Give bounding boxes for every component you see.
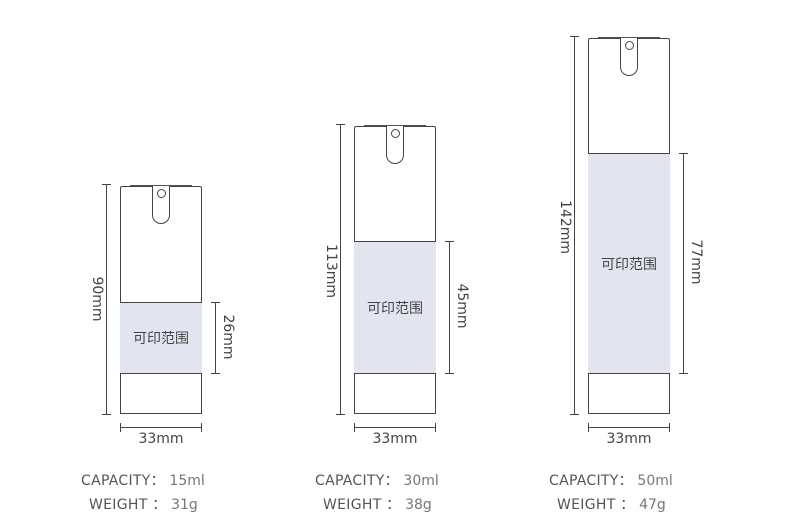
weight-value: 38g: [405, 497, 432, 513]
height-dimension-line: [574, 36, 575, 414]
width-label: 33mm: [606, 431, 652, 447]
dimension-tick: [211, 302, 220, 304]
dimension-tick: [570, 414, 579, 416]
dimension-tick: [102, 414, 111, 416]
capacity-key: CAPACITY：: [549, 473, 633, 489]
print-height-label: 77mm: [688, 239, 704, 285]
width-dimension-line: [120, 427, 202, 428]
print-height-dimension-line: [449, 241, 450, 373]
dimension-tick: [354, 423, 356, 432]
pump-cap: [598, 37, 660, 38]
weight-key: WEIGHT ：: [323, 497, 401, 513]
capacity-key: CAPACITY：: [315, 473, 399, 489]
capacity-key: CAPACITY：: [81, 473, 165, 489]
weight-spec: WEIGHT ： 31g: [89, 494, 198, 514]
print-height-dimension-line: [683, 153, 684, 373]
print-area: 可印范围: [354, 241, 436, 374]
capacity-value: 15ml: [169, 473, 205, 489]
dimension-tick: [120, 423, 122, 432]
dimension-tick: [201, 423, 203, 432]
height-dimension-line: [106, 184, 107, 414]
dimension-tick: [445, 373, 454, 375]
weight-value: 47g: [639, 497, 666, 513]
height-label: 113mm: [323, 244, 339, 298]
width-label: 33mm: [138, 431, 184, 447]
print-height-dimension-line: [215, 302, 216, 373]
nozzle-hole: [156, 189, 166, 198]
print-height-label: 45mm: [454, 283, 470, 329]
width-label: 33mm: [372, 431, 418, 447]
width-dimension-line: [354, 427, 436, 428]
weight-key: WEIGHT ：: [557, 497, 635, 513]
dimension-tick: [102, 184, 111, 186]
dimension-tick: [211, 373, 220, 375]
dimension-tick: [588, 423, 590, 432]
dimension-tick: [679, 373, 688, 375]
capacity-spec: CAPACITY： 15ml: [81, 470, 205, 490]
nozzle-hole: [390, 129, 400, 138]
dimension-tick: [669, 423, 671, 432]
print-area: 可印范围: [120, 302, 202, 374]
dimension-tick: [435, 423, 437, 432]
weight-value: 31g: [171, 497, 198, 513]
capacity-spec: CAPACITY： 50ml: [549, 470, 673, 490]
capacity-spec: CAPACITY： 30ml: [315, 470, 439, 490]
height-label: 142mm: [557, 200, 573, 254]
pump-cap: [364, 125, 426, 126]
weight-spec: WEIGHT ： 47g: [557, 494, 666, 514]
dimension-tick: [570, 36, 579, 38]
dimension-tick: [679, 153, 688, 155]
weight-key: WEIGHT ：: [89, 497, 167, 513]
capacity-value: 30ml: [403, 473, 439, 489]
dimension-tick: [445, 241, 454, 243]
bottle-body: [120, 186, 202, 414]
height-dimension-line: [340, 124, 341, 414]
nozzle-hole: [624, 41, 634, 50]
print-area: 可印范围: [588, 153, 670, 374]
dimension-tick: [336, 124, 345, 126]
width-dimension-line: [588, 427, 670, 428]
pump-cap: [130, 185, 192, 186]
height-label: 90mm: [89, 276, 105, 322]
weight-spec: WEIGHT ： 38g: [323, 494, 432, 514]
print-height-label: 26mm: [220, 313, 236, 360]
capacity-value: 50ml: [637, 473, 673, 489]
dimension-tick: [336, 414, 345, 416]
